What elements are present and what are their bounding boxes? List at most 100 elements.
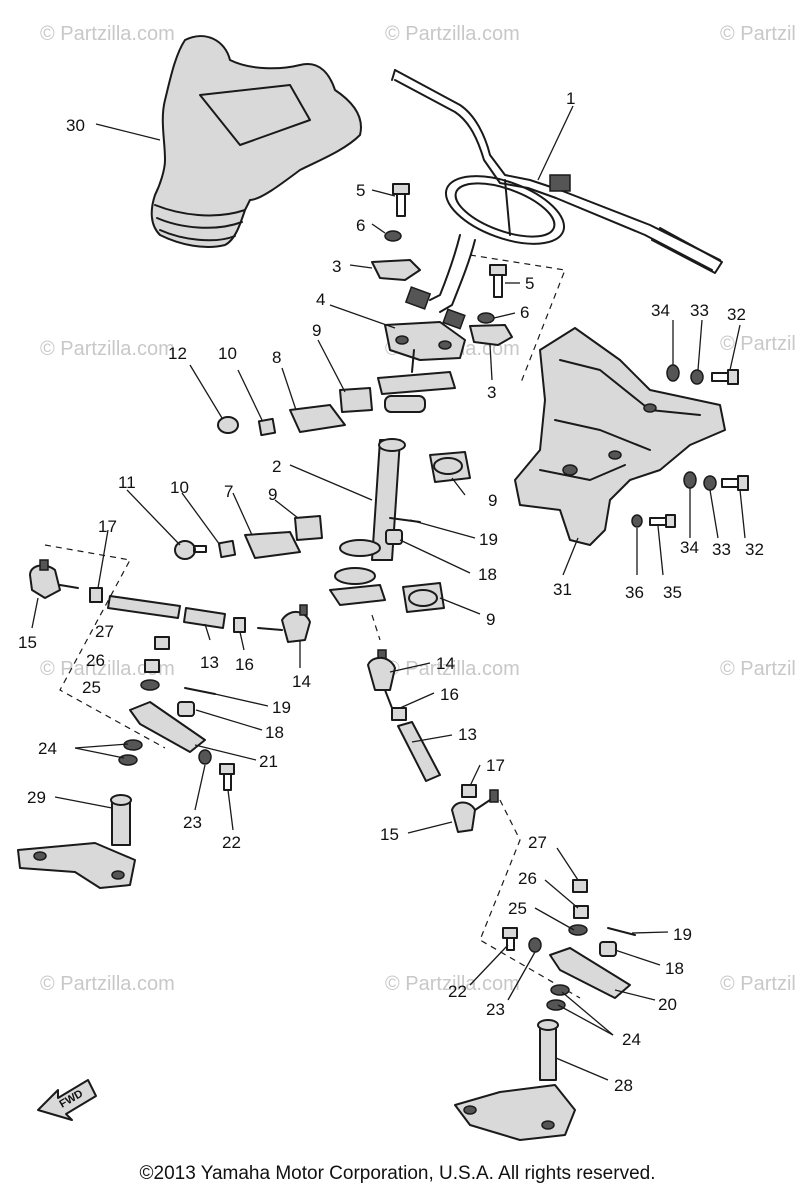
callout-14: 14 <box>436 654 455 673</box>
part-16-nut-right <box>391 707 407 721</box>
part-23-washer-right <box>528 937 542 953</box>
part-16-nut-left <box>233 617 246 633</box>
watermark: © Partzilla.com <box>40 338 175 360</box>
part-6-washer-lower <box>477 312 495 324</box>
callout-10: 10 <box>170 478 189 497</box>
callout-26: 26 <box>86 651 105 670</box>
callout-3: 3 <box>332 257 341 276</box>
callout-32: 32 <box>745 540 764 559</box>
callout-30: 30 <box>66 116 85 135</box>
part-23-washer-left <box>198 749 212 765</box>
part-10-nut-upper <box>257 417 277 437</box>
callout-18: 18 <box>665 959 684 978</box>
part-1-handlebar <box>391 69 723 330</box>
part-8-holder <box>289 404 346 433</box>
callout-2: 2 <box>272 457 281 476</box>
callout-20: 20 <box>658 995 677 1014</box>
callout-9: 9 <box>312 321 321 340</box>
watermark: © Partzilla.com <box>720 333 795 355</box>
callout-12: 12 <box>168 344 187 363</box>
part-35-bolt <box>649 514 676 528</box>
watermark: © Partzilla.com <box>720 23 795 45</box>
part-5-bolt-upper <box>392 183 410 217</box>
part-6-washer-upper <box>384 230 402 242</box>
callout-8: 8 <box>272 348 281 367</box>
part-9-bushing-c <box>294 515 323 541</box>
watermark-layer: © Partzilla.com © Partzilla.com © Partzi… <box>40 23 795 995</box>
part-32-bolt-lower <box>721 475 749 491</box>
callout-9: 9 <box>488 491 497 510</box>
part-24-collar-left <box>118 739 143 766</box>
copyright-notice: ©2013 Yamaha Motor Corporation, U.S.A. A… <box>139 1163 656 1184</box>
part-9-bushing-a <box>339 387 373 413</box>
callout-15: 15 <box>380 825 399 844</box>
part-9-bushing-d <box>402 582 445 613</box>
part-12-nut <box>217 416 239 434</box>
callout-36: 36 <box>625 583 644 602</box>
callout-4: 4 <box>316 290 325 309</box>
callout-19: 19 <box>272 698 291 717</box>
callout-25: 25 <box>508 899 527 918</box>
callout-11: 11 <box>118 473 136 492</box>
part-17-nut-right <box>461 784 477 798</box>
part-33-lockwasher-upper <box>690 369 704 385</box>
callout-24: 24 <box>622 1030 641 1049</box>
callout-18: 18 <box>265 723 284 742</box>
callout-22: 22 <box>448 982 467 1001</box>
part-13-tie-rod-left <box>107 595 226 629</box>
callout-17: 17 <box>486 756 505 775</box>
callout-27: 27 <box>528 833 547 852</box>
part-30-steering-cover <box>150 35 362 248</box>
watermark: © Partzilla.com <box>385 23 520 45</box>
callout-16: 16 <box>235 655 254 674</box>
part-7-holder <box>244 531 301 559</box>
part-18-collar-b <box>177 701 195 717</box>
watermark: © Partzilla.com <box>720 973 795 995</box>
part-26-pin-left <box>144 659 160 673</box>
callout-19: 19 <box>673 925 692 944</box>
part-14-ball-joint-left <box>257 604 311 643</box>
part-28-spindle-right <box>454 1019 576 1141</box>
part-34-washer-upper <box>666 364 680 382</box>
part-25-washer-right <box>568 924 588 936</box>
part-27-nut-left <box>154 636 170 650</box>
callout-21: 21 <box>259 752 278 771</box>
callout-3: 3 <box>487 383 496 402</box>
callout-5: 5 <box>356 181 365 200</box>
watermark: © Partzilla.com <box>40 973 175 995</box>
guide-line <box>371 614 381 641</box>
callout-34: 34 <box>680 538 699 557</box>
part-25-washer-left <box>140 679 160 691</box>
part-33-lockwasher-lower <box>703 475 717 491</box>
callout-16: 16 <box>440 685 459 704</box>
callout-17: 17 <box>98 517 117 536</box>
part-32-bolt-upper <box>711 369 739 385</box>
callout-14: 14 <box>292 672 311 691</box>
callout-26: 26 <box>518 869 537 888</box>
part-18-collar-a <box>385 529 403 545</box>
part-3-clamp-upper <box>371 259 421 281</box>
fwd-arrow-icon: FWD <box>37 1079 97 1121</box>
part-36-washer <box>631 514 643 528</box>
guide-line <box>469 254 566 386</box>
part-13-tie-rod-right <box>397 721 441 782</box>
part-11-cap <box>174 540 207 560</box>
callout-27: 27 <box>95 622 114 641</box>
callout-13: 13 <box>458 725 477 744</box>
callout-9: 9 <box>486 610 495 629</box>
watermark: © Partzilla.com <box>40 658 175 680</box>
callout-25: 25 <box>82 678 101 697</box>
callout-1: 1 <box>566 89 575 108</box>
part-34-washer-lower <box>683 471 697 489</box>
callout-34: 34 <box>651 301 670 320</box>
part-10-nut-lower <box>217 539 237 559</box>
part-27-nut-right <box>572 879 588 893</box>
part-31-front-bracket <box>514 327 726 546</box>
watermark: © Partzilla.com <box>385 973 520 995</box>
part-26-pin-right <box>573 905 589 919</box>
callout-31: 31 <box>553 580 572 599</box>
callout-23: 23 <box>486 1000 505 1019</box>
leader-lines <box>31 105 746 1081</box>
callout-33: 33 <box>690 301 709 320</box>
